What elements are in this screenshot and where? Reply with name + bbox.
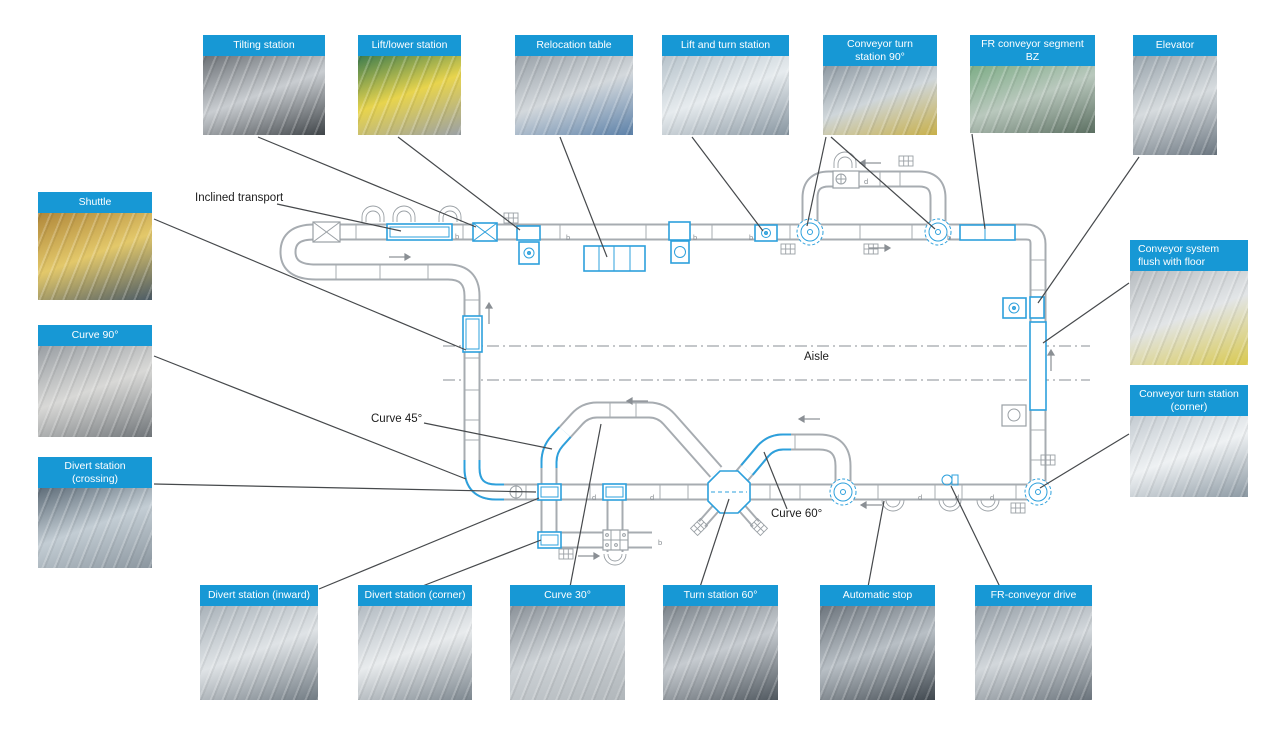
station-photo [358,56,461,135]
station-card-fr-conveyor-segment-bz: FR conveyor segment BZ [970,35,1095,133]
svg-text:b: b [658,538,662,547]
svg-text:d: d [990,493,994,502]
aisle-label: Aisle [804,351,829,363]
svg-text:b: b [947,233,951,242]
curve-60-label: Curve 60° [771,508,823,520]
card-label: Conveyor turn station (corner) [1130,385,1248,417]
card-label: Conveyor system flush with floor [1130,240,1248,272]
station-photo [203,56,325,135]
station-photo [1130,271,1248,365]
card-label: Conveyor turn station 90° [823,35,937,67]
station-card-divert-station-crossing: Divert station (crossing) [38,457,152,568]
svg-text:b: b [749,233,753,242]
svg-text:d: d [918,493,922,502]
station-card-automatic-stop: Automatic stop [820,585,935,700]
svg-text:d: d [650,493,654,502]
station-photo [38,213,152,300]
station-card-conveyor-turn-station-90: Conveyor turn station 90° [823,35,937,135]
station-card-divert-station-corner: Divert station (corner) [358,585,472,700]
station-card-relocation-table: Relocation table [515,35,633,135]
card-label: Tilting station [203,35,325,56]
svg-text:b: b [693,233,697,242]
station-card-lift-lower-station: Lift/lower station [358,35,461,135]
station-photo [200,606,318,700]
station-photo [975,606,1092,700]
station-photo [823,66,937,135]
callout-lines [153,133,1140,590]
station-card-curve-30: Curve 30° [510,585,625,700]
station-photo [662,56,789,135]
svg-text:d: d [592,493,596,502]
svg-text:b: b [566,233,570,242]
card-label: Shuttle [38,192,152,213]
station-photo [820,606,935,700]
card-label: FR-conveyor drive [975,585,1092,606]
svg-text:d: d [864,177,868,186]
station-photo [510,606,625,700]
station-card-curve-90: Curve 90° [38,325,152,437]
station-photo [515,56,633,135]
station-photo [38,488,152,568]
station-photo [38,346,152,437]
station-photo [970,66,1095,133]
svg-text:b: b [455,232,459,241]
station-photo [1130,416,1248,497]
card-label: Lift and turn station [662,35,789,56]
card-label: Divert station (inward) [200,585,318,606]
card-label: Divert station (corner) [358,585,472,606]
card-label: Curve 30° [510,585,625,606]
card-label: FR conveyor segment BZ [970,35,1095,67]
card-label: Automatic stop [820,585,935,606]
station-card-tilting-station: Tilting station [203,35,325,135]
station-photo [1133,56,1217,155]
card-label: Elevator [1133,35,1217,56]
aisle-lines [443,345,1090,381]
card-label: Lift/lower station [358,35,461,56]
station-card-fr-conveyor-drive: FR-conveyor drive [975,585,1092,700]
card-label: Turn station 60° [663,585,778,606]
station-card-lift-and-turn-station: Lift and turn station [662,35,789,135]
station-photo [663,606,778,700]
station-card-shuttle: Shuttle [38,192,152,300]
card-label: Relocation table [515,35,633,56]
station-photo [358,606,472,700]
station-card-elevator: Elevator [1133,35,1217,155]
inclined-transport-label: Inclined transport [195,192,284,204]
card-label: Curve 90° [38,325,152,346]
station-card-divert-station-inward: Divert station (inward) [200,585,318,700]
station-card-conveyor-turn-station-corner: Conveyor turn station (corner) [1130,385,1248,497]
station-card-turn-station-60: Turn station 60° [663,585,778,700]
card-label: Divert station (crossing) [38,457,152,489]
station-card-conveyor-system-flush-with-floor: Conveyor system flush with floor [1130,240,1248,365]
curve-45-label: Curve 45° [371,413,423,425]
